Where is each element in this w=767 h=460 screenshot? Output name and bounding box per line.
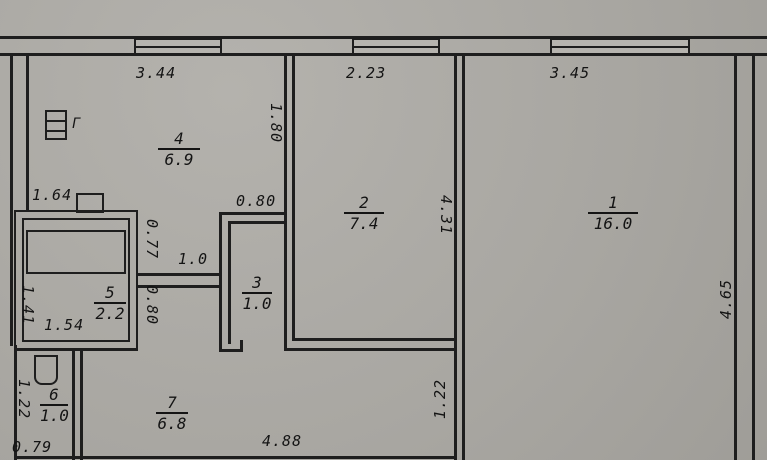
room-2-bottom-wall-a [292,338,454,341]
room-6-right-wall-b [80,350,83,460]
room-1-right-wall [734,56,737,460]
dim-room-2-width: 2.23 [346,64,387,82]
room-3-left-outer [219,212,222,352]
window-room-4 [134,38,222,55]
dim-room-7-bottom: 4.88 [262,432,303,450]
dim-room-4-side: 1.80 [267,102,286,144]
sink-icon [76,193,104,213]
room-6-label: 6 1.0 [40,385,69,425]
room-5-inner [22,218,130,342]
left-outer-wall [10,56,13,346]
dim-room-4-width: 3.44 [136,64,177,82]
wall-4-2-a [284,56,287,350]
dim-room-5-left: 1.41 [19,284,38,326]
bottom-wall [14,456,454,459]
room-2-label: 2 7.4 [344,194,384,233]
room-3-label: 3 1.0 [242,273,272,313]
dim-room-1-side: 4.65 [717,278,736,320]
stove-icon [45,110,67,140]
partition-corridor-b [136,285,220,288]
wall-2-1-a [454,56,457,460]
dim-corridor: 1.0 [178,250,209,268]
left-inner-wall [26,56,29,211]
dim-room-6-bottom: 0.79 [12,438,53,456]
room-3-bottom [219,349,243,352]
room-1-label: 1 16.0 [588,194,638,233]
dim-room-2-side: 4.31 [437,194,456,236]
partition-corridor-a [136,273,220,276]
dim-room-3-top: 0.80 [236,192,277,210]
room-3-left-inner [228,221,231,344]
wall-2-1-b [462,56,465,460]
window-room-2 [352,38,440,55]
room-3-top-outer [219,212,285,215]
room-5-label: 5 2.2 [94,283,126,323]
dim-room-6-side: 1.22 [15,378,34,420]
room-7-label: 7 6.8 [156,393,188,433]
dim-room-5-bottom: 1.54 [44,316,85,334]
room-2-bottom-wall-b [284,348,454,351]
wall-4-2-b [292,56,295,340]
dim-room-7-right: 1.22 [431,378,450,420]
room-3-bottom-return [240,340,243,352]
room-6-right-wall-a [72,350,75,460]
stove-burner-line-1 [45,120,67,122]
room-3-top-inner [228,221,285,224]
stove-label: Г [72,116,82,132]
neighbor-wall [752,56,755,460]
dim-kitchen-bottom: 1.64 [32,186,73,204]
dim-room-1-width: 3.45 [550,64,591,82]
room-4-label: 4 6.9 [158,130,200,169]
washbasin-icon [34,355,58,385]
window-room-1 [550,38,690,55]
dim-room-5-side-a: 0.77 [143,218,162,260]
dim-room-5-side-b: 0.80 [143,284,162,326]
left-wall-lower [14,345,17,460]
bathtub [26,230,126,274]
stove-burner-line-2 [45,130,67,132]
room-6-top-wall [14,348,138,351]
